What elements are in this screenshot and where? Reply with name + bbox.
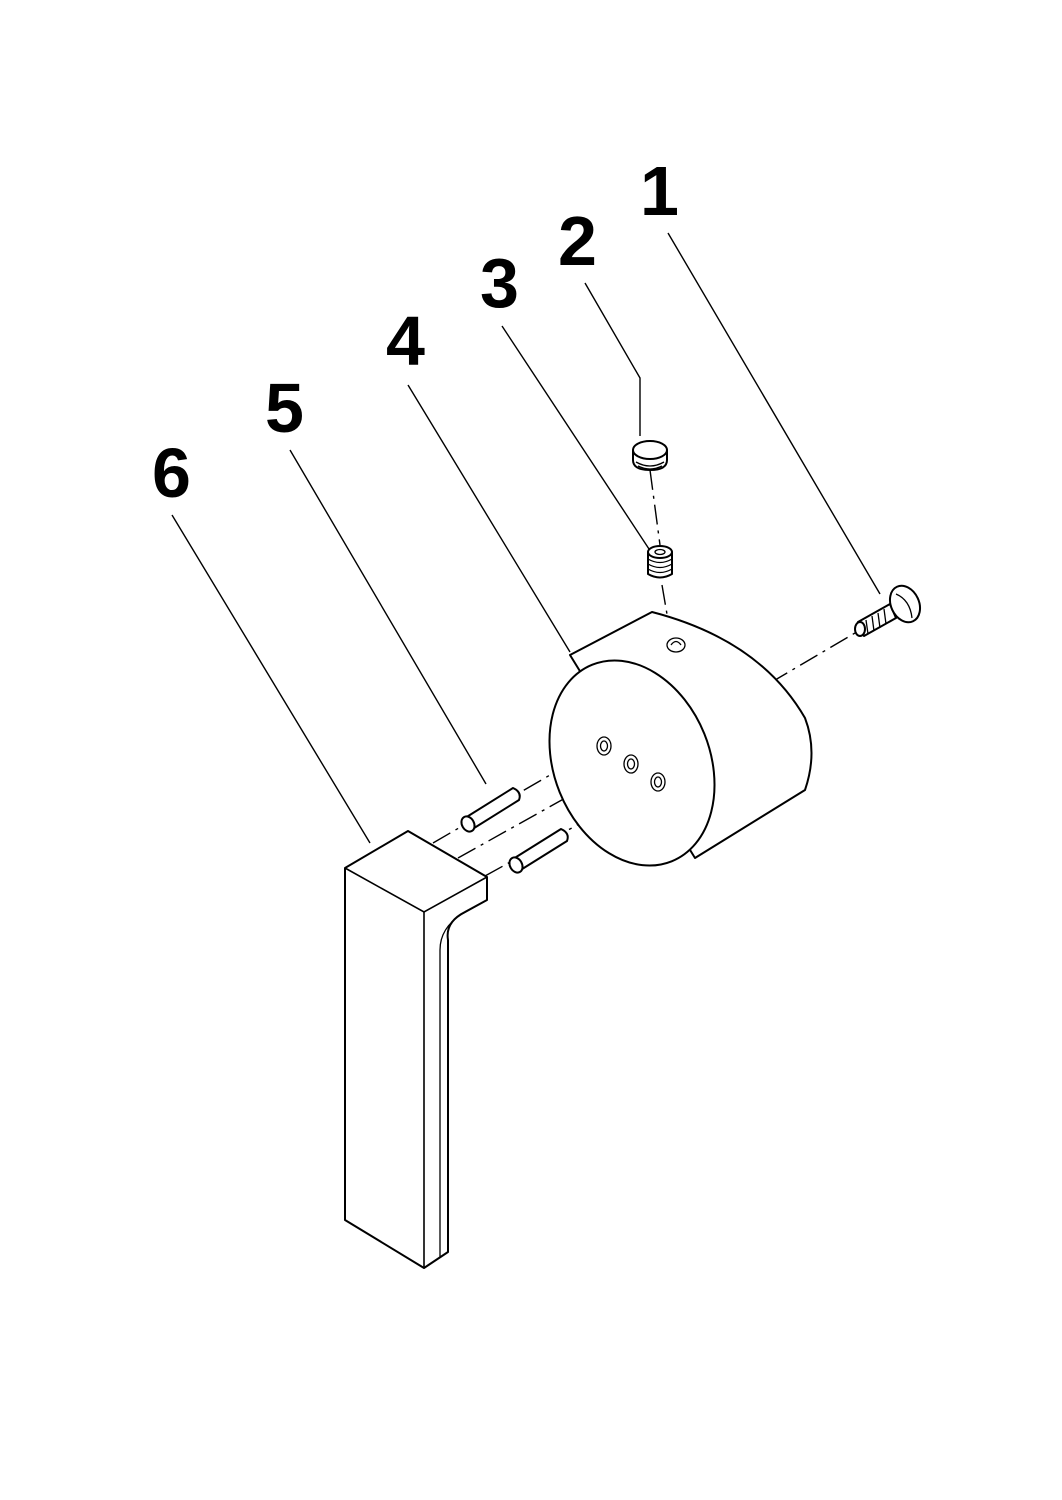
leader-line-6 — [171, 514, 371, 844]
callout-4: 4 — [386, 302, 425, 380]
axis-pin-middle — [457, 762, 629, 859]
callout-2: 2 — [558, 202, 597, 280]
leader-line-5 — [289, 449, 487, 785]
leader-line-3 — [501, 325, 652, 553]
leader-line-2 — [584, 282, 641, 436]
part-4-hub — [548, 611, 813, 867]
leader-line-4 — [407, 384, 571, 653]
axis-pin-lower — [484, 781, 656, 877]
part-5-pins — [460, 787, 569, 874]
callout-6: 6 — [152, 434, 191, 512]
axis-insert-to-hub — [661, 584, 669, 621]
leader-line-1 — [667, 232, 881, 595]
callout-1: 1 — [640, 152, 679, 230]
axis-cap-to-insert — [649, 469, 661, 546]
callout-5: 5 — [265, 369, 304, 447]
axis-screw — [769, 632, 856, 684]
leader-lines — [171, 232, 881, 844]
part-3-threaded-insert — [647, 545, 673, 579]
part-6-handle — [344, 830, 488, 1269]
part-1-screw — [854, 584, 922, 637]
callout-3: 3 — [480, 244, 519, 322]
part-2-cap — [632, 440, 668, 471]
